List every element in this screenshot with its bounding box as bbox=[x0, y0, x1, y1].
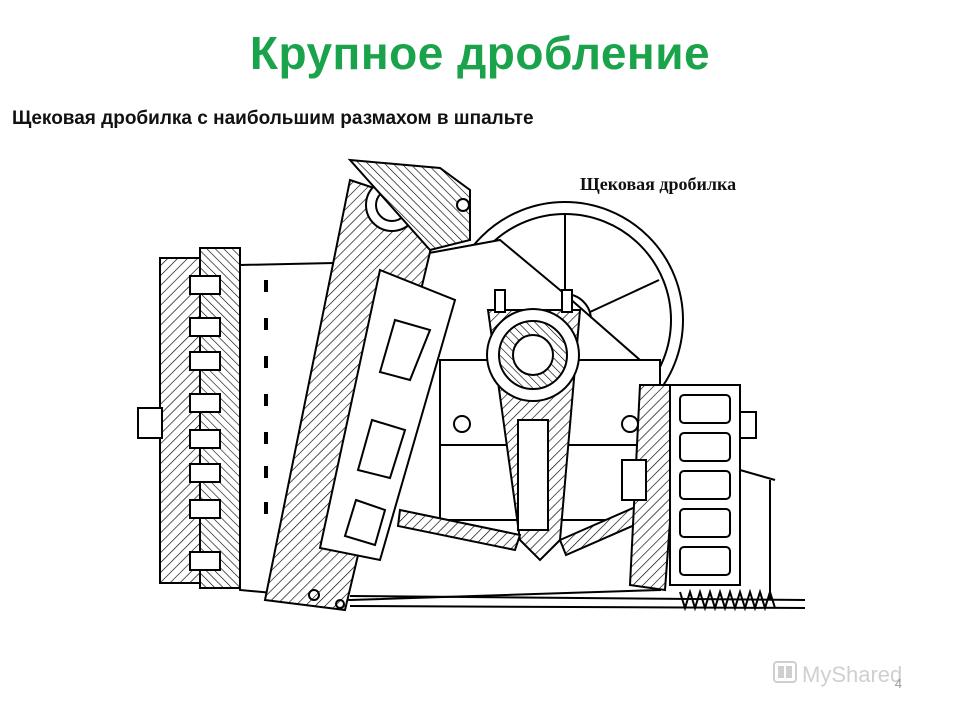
fixed-jaw bbox=[137, 247, 268, 589]
slide-number: 4 bbox=[894, 676, 902, 691]
figure-caption: Щековая дробилка bbox=[580, 174, 736, 194]
tension-rod bbox=[349, 588, 806, 612]
myshared-logo-icon: MyShared bbox=[773, 661, 902, 687]
slide-title: Крупное дробление bbox=[249, 27, 711, 79]
toggle-plates bbox=[396, 503, 648, 557]
pitman-rod bbox=[486, 289, 582, 562]
top-bracket bbox=[347, 158, 471, 252]
slide-subtitle: Щековая дробилка с наибольшим размахом в… bbox=[12, 108, 534, 129]
watermark-text: MyShared bbox=[802, 662, 902, 687]
jaw-crusher-drawing: Щековая дробилка bbox=[137, 158, 806, 612]
rear-block bbox=[621, 384, 776, 600]
